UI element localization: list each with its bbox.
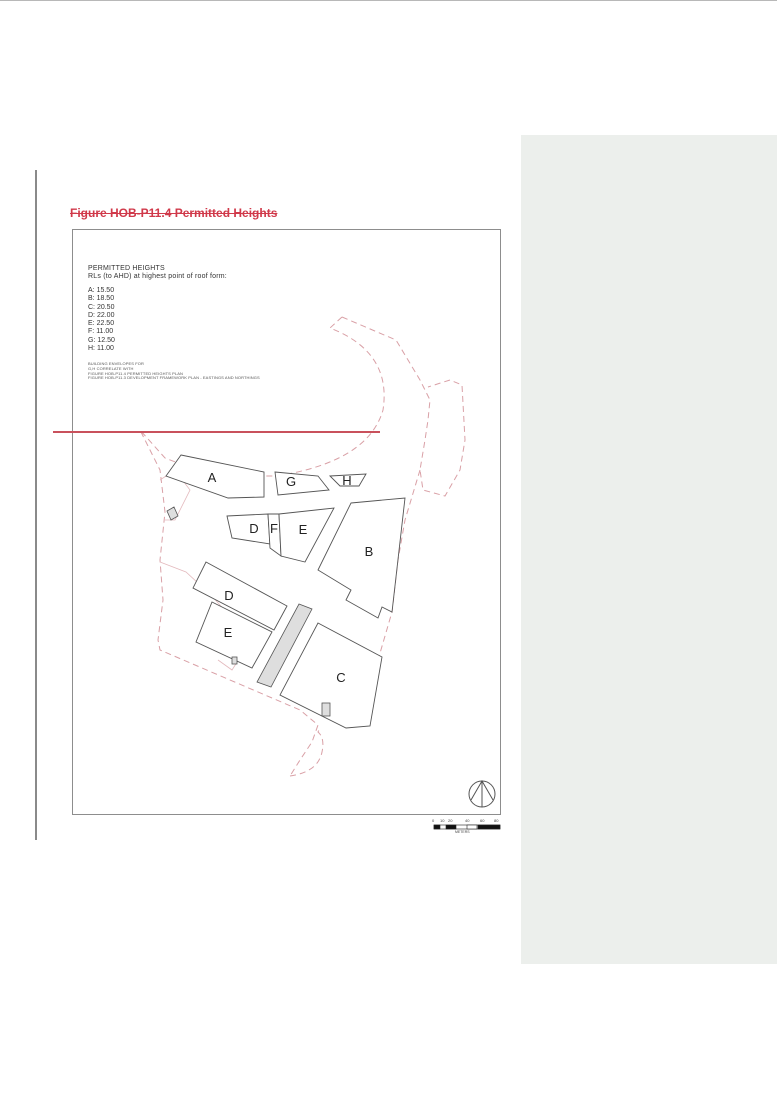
label-g: G xyxy=(286,474,296,489)
comment-side-panel xyxy=(521,135,777,964)
height-row-d: D: 22.00 xyxy=(88,311,115,319)
scale-bar xyxy=(433,824,501,830)
shaded-pavilion xyxy=(256,603,313,688)
height-row-e: E: 22.50 xyxy=(88,320,115,328)
height-row-c: C: 20.50 xyxy=(88,303,115,311)
height-list: A: 15.50 B: 18.50 C: 20.50 D: 22.00 E: 2… xyxy=(88,287,260,353)
building-b xyxy=(317,497,406,619)
label-a: A xyxy=(208,470,217,485)
building-g xyxy=(274,471,330,496)
label-c: C xyxy=(336,670,345,685)
scale-unit: METERS xyxy=(455,830,470,834)
figure-title: Figure HOB-P11.4 Permitted Heights xyxy=(70,206,278,220)
label-d2: D xyxy=(224,588,233,603)
shaded-small-e xyxy=(231,656,238,665)
height-row-g: G: 12.50 xyxy=(88,336,115,344)
legend-notes: BUILDING ENVELOPES FOR G,H CORRELATE WIT… xyxy=(88,361,260,381)
annotation-line[interactable] xyxy=(53,431,380,433)
legend: PERMITTED HEIGHTS RLs (to AHD) at highes… xyxy=(88,265,260,381)
height-row-a: A: 15.50 xyxy=(88,287,115,294)
building-a xyxy=(165,454,265,499)
label-e1: E xyxy=(299,522,308,537)
north-arrow-icon xyxy=(468,780,496,808)
label-d1: D xyxy=(249,521,258,536)
height-row-h: H: 11.00 xyxy=(88,345,114,353)
shaded-small-c xyxy=(321,702,331,717)
label-b: B xyxy=(365,544,374,559)
height-row-b: B: 18.50 xyxy=(88,295,115,303)
building-h xyxy=(328,473,367,487)
label-h: H xyxy=(342,473,351,488)
top-border xyxy=(0,0,777,1)
site-boundary xyxy=(139,316,385,777)
building-d2 xyxy=(192,561,288,631)
legend-subheading: RLs (to AHD) at highest point of roof fo… xyxy=(88,273,227,280)
margin-rule xyxy=(35,170,37,840)
building-c xyxy=(279,622,383,729)
legend-heading: PERMITTED HEIGHTS xyxy=(88,265,165,272)
shaded-small-west xyxy=(166,506,179,521)
label-e2: E xyxy=(224,625,233,640)
label-f: F xyxy=(270,521,278,536)
building-e1 xyxy=(278,507,335,563)
building-e2 xyxy=(195,601,273,669)
height-row-f: F: 11.00 xyxy=(88,328,114,336)
